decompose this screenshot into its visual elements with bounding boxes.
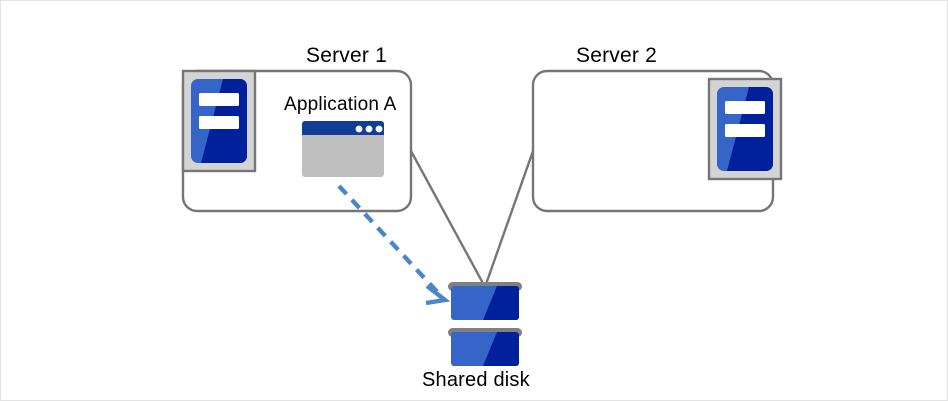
shared-disk-label: Shared disk	[422, 369, 530, 391]
server-icon	[181, 69, 257, 173]
application-label: Application A	[284, 94, 397, 115]
database-disk-icon	[448, 282, 522, 366]
server-icon	[707, 77, 783, 181]
connector-server1-to-disk	[409, 149, 487, 289]
app-window-icon	[302, 121, 384, 177]
connector-application-to-disk	[337, 184, 451, 306]
server2-label: Server 2	[576, 44, 657, 67]
server1-label: Server 1	[306, 44, 387, 67]
connector-server2-to-disk	[483, 149, 535, 289]
